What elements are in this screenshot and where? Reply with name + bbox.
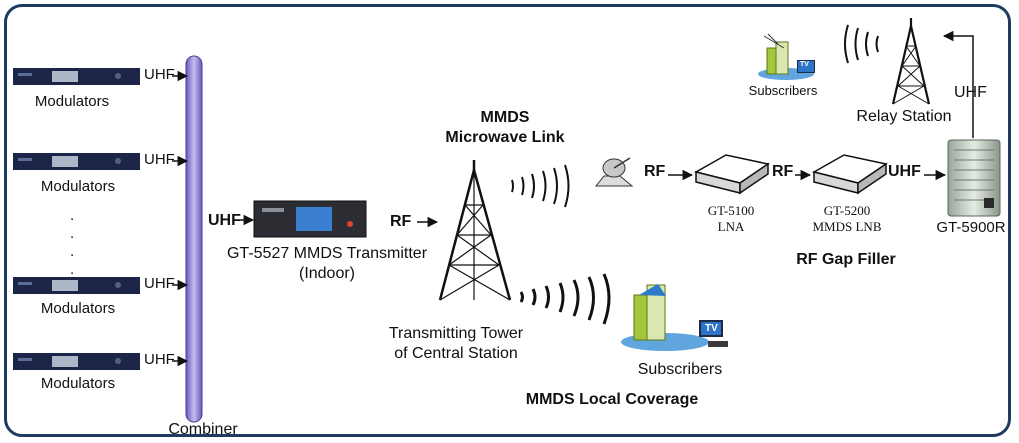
lnb-type: MMDS LNB (812, 219, 882, 234)
central-tower (438, 160, 512, 301)
ellipsis-dot: . (70, 225, 75, 242)
microwave-link-title-line2: Microwave Link (445, 129, 565, 146)
lna-type: LNA (717, 219, 745, 234)
local-subscribers-icon (621, 284, 728, 351)
relay-signal: UHF (954, 84, 987, 101)
combiner-bar (185, 55, 203, 423)
combiner-label: Combiner (168, 421, 238, 438)
transmitter-input-signal: UHF (208, 212, 241, 229)
modulator-label-2: Modulators (40, 178, 116, 195)
tower-label-line2: of Central Station (394, 345, 518, 362)
repeater-unit (947, 139, 1001, 217)
repeater-to-relay-arrow (942, 30, 974, 138)
modulator-label-4: Modulators (40, 375, 116, 392)
gap-filler-title: RF Gap Filler (796, 251, 896, 268)
local-tv-badge: TV (705, 323, 718, 334)
tower-label-line1: Transmitting Tower (388, 325, 524, 342)
local-coverage-waves (519, 273, 611, 325)
relay-station-label: Relay Station (856, 108, 952, 125)
diagram-frame (4, 4, 1011, 437)
microwave-link-waves (511, 164, 570, 208)
modulator-signal-3: UHF (144, 275, 175, 292)
gap-filler-rf-in: RF (644, 163, 666, 180)
modulator-unit-1 (13, 68, 140, 85)
lnb-box (811, 154, 888, 195)
ellipsis-dot: . (70, 243, 75, 260)
relay-subscribers-icon (758, 33, 815, 80)
ellipsis-dot: . (70, 207, 75, 224)
modulator-label-3: Modulators (40, 300, 116, 317)
transmitter-label-line1: GT-5527 MMDS Transmitter (226, 245, 428, 262)
transmitter-label-line2: (Indoor) (298, 265, 356, 282)
modulator-signal-4: UHF (144, 351, 175, 368)
transmitter-output-signal: RF (390, 213, 412, 230)
local-coverage-title: MMDS Local Coverage (525, 391, 699, 408)
modulator-unit-2 (13, 153, 140, 170)
relay-subscribers-label: Subscribers (748, 83, 818, 98)
dish-antenna-icon (594, 157, 634, 187)
gap-filler-uhf-out: UHF (888, 163, 921, 180)
local-subscribers-label: Subscribers (637, 361, 723, 378)
modulator-signal-1: UHF (144, 66, 175, 83)
lnb-model: GT-5200 (823, 203, 871, 218)
transmitter-unit (253, 200, 367, 238)
lna-model: GT-5100 (707, 203, 755, 218)
relay-waves (844, 24, 879, 64)
ellipsis-dot: . (70, 261, 75, 278)
modulator-unit-4 (13, 353, 140, 370)
modulator-label-1: Modulators (34, 93, 110, 110)
lna-box (693, 154, 770, 195)
modulator-unit-3 (13, 277, 140, 294)
relay-tv-badge: TV (800, 61, 809, 68)
relay-tower (891, 18, 931, 105)
gap-filler-rf-mid: RF (772, 163, 794, 180)
modulator-signal-2: UHF (144, 151, 175, 168)
repeater-model: GT-5900R (936, 219, 1006, 236)
microwave-link-title-line1: MMDS (480, 109, 530, 126)
